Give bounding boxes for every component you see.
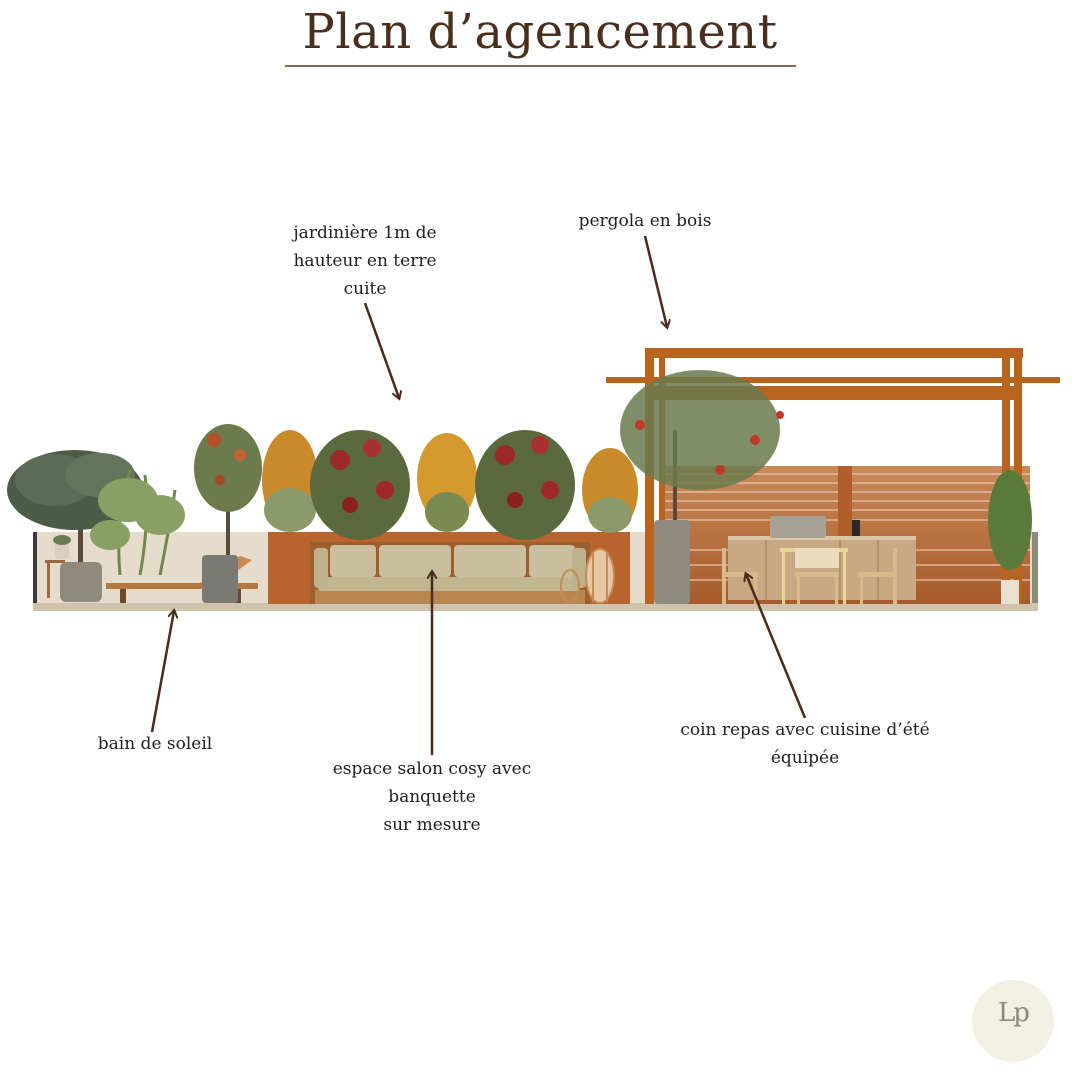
summer-kitchen (728, 516, 916, 600)
callout-arrows (150, 235, 807, 755)
logo-monogram: Lp (998, 998, 1030, 1028)
title-underline (285, 65, 796, 67)
bamboo-right (988, 470, 1032, 604)
label-pergola: pergola en bois (578, 211, 712, 231)
pergola-tree (620, 370, 784, 604)
photinia-tree (194, 424, 262, 603)
dining-set (722, 548, 897, 604)
arrow-pergola (643, 235, 667, 327)
side-table (45, 535, 71, 598)
label-jardiniere: jardinière 1m de hauteur en terre cuite (293, 223, 437, 299)
label-coin-repas: coin repas avec cuisine d’été équipée (680, 720, 930, 768)
arrow-jardiniere (363, 302, 399, 398)
arrow-bain (150, 611, 174, 733)
sofa (314, 545, 586, 604)
page-title: Plan d’agencement (302, 4, 778, 60)
lanterns (560, 548, 615, 604)
planter-plants (262, 430, 638, 540)
label-bain-de-soleil: bain de soleil (97, 734, 213, 754)
brand-logo: Lp (972, 980, 1054, 1062)
label-espace-salon: espace salon cosy avec banquette sur mes… (332, 759, 532, 835)
arrow-repas (746, 574, 807, 719)
